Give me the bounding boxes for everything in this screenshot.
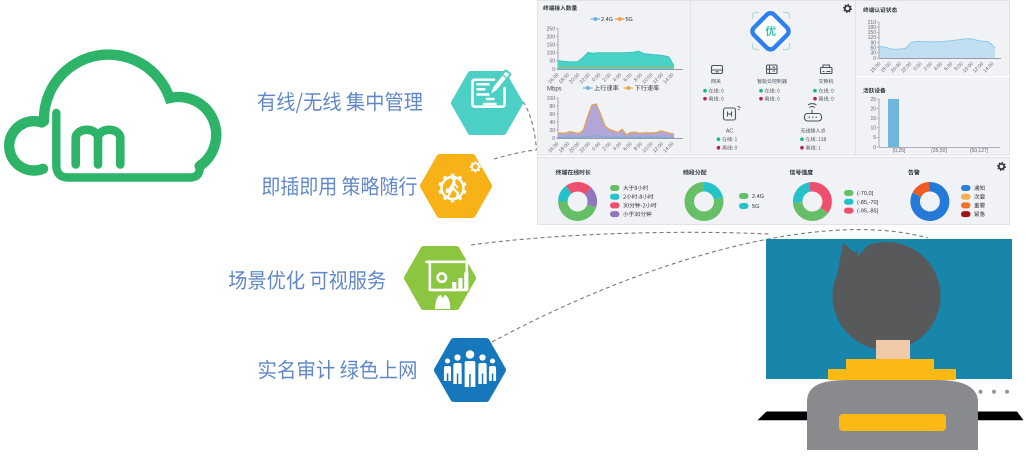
svg-text:40: 40: [549, 120, 555, 126]
svg-text:0: 0: [552, 136, 555, 142]
svg-text:8:00: 8:00: [633, 72, 644, 83]
svg-text:8:00: 8:00: [953, 61, 964, 72]
svg-text:(0,25]: (0,25]: [893, 148, 906, 154]
svg-text:Mbps: Mbps: [547, 86, 562, 92]
svg-text:60: 60: [549, 112, 555, 118]
svg-text:100: 100: [547, 96, 556, 102]
svg-text:4:00: 4:00: [933, 61, 944, 72]
svg-text:25: 25: [870, 97, 876, 103]
svg-text:4:00: 4:00: [612, 141, 623, 152]
svg-text:15: 15: [870, 116, 876, 122]
svg-text:(-95,-85]: (-95,-85]: [857, 209, 879, 215]
svg-text:0: 0: [873, 145, 876, 151]
svg-text:180: 180: [868, 25, 877, 31]
svg-text:6:00: 6:00: [622, 72, 633, 83]
svg-text:200: 200: [547, 35, 556, 41]
svg-text:60: 60: [870, 46, 876, 52]
svg-text:150: 150: [868, 30, 877, 36]
svg-text:0: 0: [873, 56, 876, 62]
svg-text:0:00: 0:00: [591, 141, 602, 152]
svg-text:10: 10: [870, 126, 876, 132]
svg-text:0:00: 0:00: [912, 61, 923, 72]
svg-text:210: 210: [868, 20, 877, 26]
svg-text:5: 5: [873, 135, 876, 141]
svg-text:2:00: 2:00: [602, 141, 613, 152]
svg-text:AC: AC: [726, 129, 733, 135]
svg-text:(25,50]: (25,50]: [931, 148, 947, 154]
svg-text:(50,127]: (50,127]: [970, 148, 989, 154]
svg-text:(-85,-70]: (-85,-70]: [857, 200, 879, 206]
svg-text:0: 0: [552, 67, 555, 73]
svg-text:0:00: 0:00: [591, 72, 602, 83]
svg-text:250: 250: [547, 26, 556, 32]
svg-text:150: 150: [547, 43, 556, 49]
svg-text:2:00: 2:00: [602, 72, 613, 83]
svg-text:2.4G: 2.4G: [601, 17, 613, 23]
svg-text:100: 100: [547, 51, 556, 57]
svg-text:(-70,0]: (-70,0]: [857, 191, 874, 197]
svg-text:20: 20: [870, 106, 876, 112]
svg-text:30: 30: [870, 51, 876, 57]
svg-text:120: 120: [868, 35, 877, 41]
svg-text:50: 50: [549, 59, 555, 65]
svg-text:90: 90: [870, 40, 876, 46]
svg-text:5G: 5G: [626, 17, 633, 23]
svg-text:6:00: 6:00: [622, 141, 633, 152]
svg-text:5G: 5G: [752, 204, 759, 210]
svg-text:20: 20: [549, 128, 555, 134]
svg-text:2:00: 2:00: [923, 61, 934, 72]
svg-text:4:00: 4:00: [612, 72, 623, 83]
svg-text:6:00: 6:00: [943, 61, 954, 72]
svg-text:8:00: 8:00: [633, 141, 644, 152]
svg-text:80: 80: [549, 104, 555, 110]
svg-text:2.4G: 2.4G: [752, 194, 764, 200]
